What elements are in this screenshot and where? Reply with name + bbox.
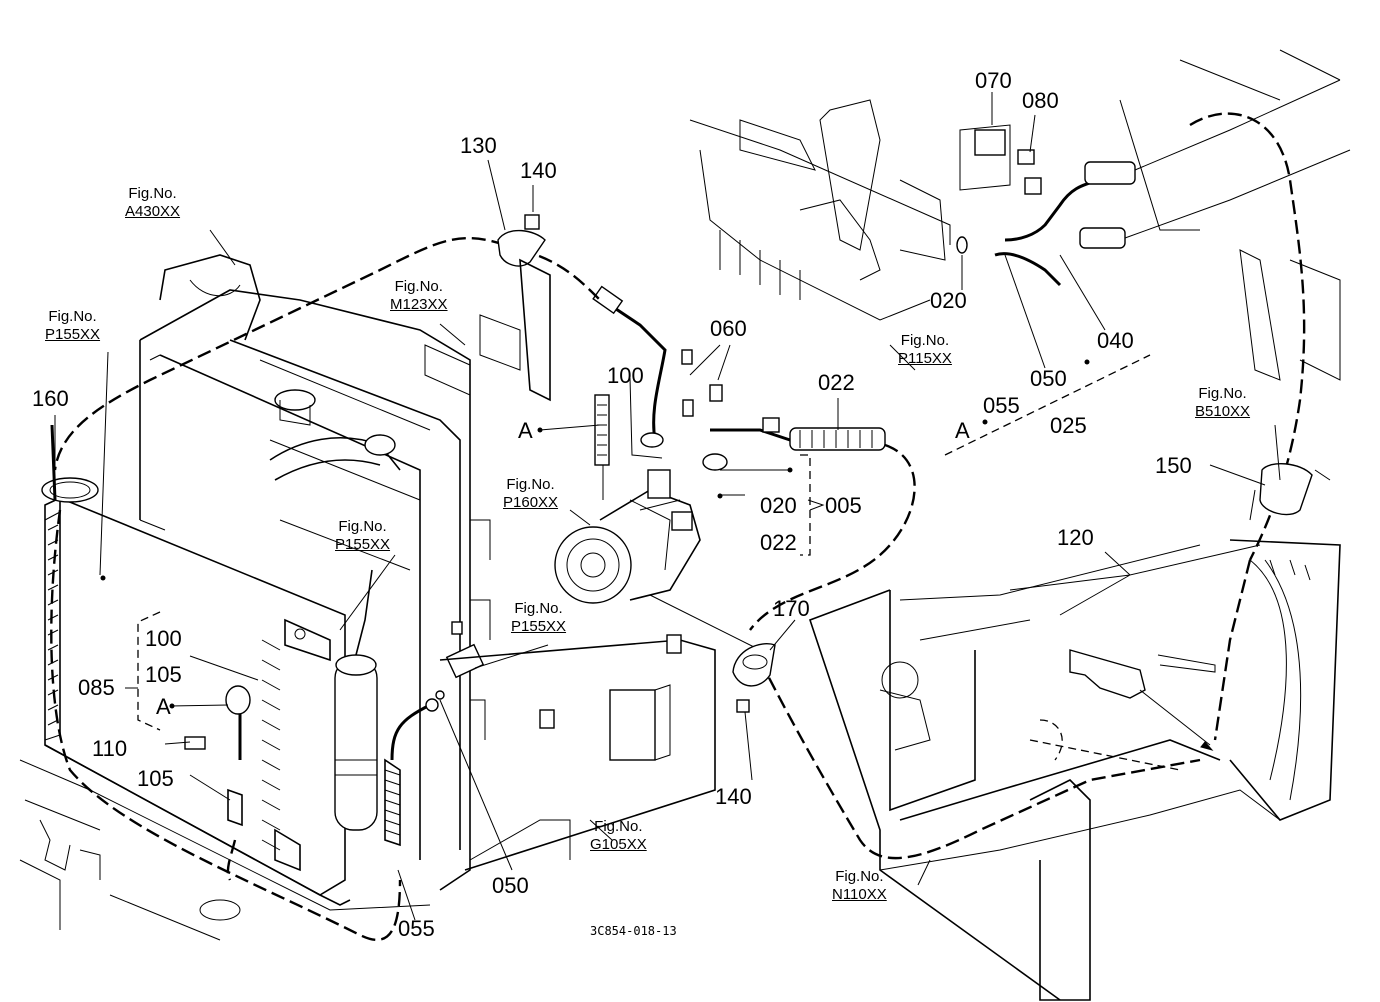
fig-ref-p155-top: Fig.No.P155XX — [45, 308, 101, 343]
part-label: 120 — [1057, 525, 1094, 550]
part-label: 085 — [78, 675, 115, 700]
part-label: 100 — [607, 363, 644, 388]
clamp-170 — [732, 643, 776, 713]
part-label: 020 — [760, 493, 797, 518]
part-label: 060 — [710, 316, 747, 341]
hose-routing — [41, 214, 601, 941]
fig-ref-m123: Fig.No.M123XX — [390, 278, 448, 313]
drawing-code: 3C854-018-13 — [590, 924, 677, 938]
part-label: 070 — [975, 68, 1012, 93]
part-label: A — [156, 694, 171, 719]
part-label: 080 — [1022, 88, 1059, 113]
part-label: 105 — [137, 766, 174, 791]
part-label: 150 — [1155, 453, 1192, 478]
leader-lines — [54, 92, 1281, 921]
part-label: 130 — [460, 133, 497, 158]
fig-ref-p160: Fig.No.P160XX — [503, 476, 559, 511]
part-label: 110 — [92, 736, 128, 761]
part-label: 040 — [1097, 328, 1134, 353]
part-label: 020 — [930, 288, 967, 313]
part-label: 025 — [1050, 413, 1087, 438]
part-label: 170 — [773, 596, 810, 621]
condenser — [44, 497, 378, 906]
part-label: 160 — [32, 386, 69, 411]
part-label: 100 — [145, 626, 182, 651]
part-label: 022 — [760, 530, 797, 555]
fig-ref-n110: Fig.No.N110XX — [832, 868, 887, 903]
part-label: 050 — [492, 873, 529, 898]
fig-ref-b510: Fig.No.B510XX — [1195, 385, 1251, 420]
radiator-assembly — [139, 254, 491, 891]
compressor-assembly — [554, 285, 1201, 860]
chassis-frame — [808, 539, 1341, 1001]
part-label: 050 — [1030, 366, 1067, 391]
part-label: 055 — [398, 916, 435, 941]
frame-block — [439, 634, 716, 871]
part-label: A — [518, 418, 533, 443]
fig-ref-p155-mid: Fig.No.P155XX — [335, 518, 391, 553]
upper-pipes — [689, 49, 1351, 741]
fig-ref-p155-low: Fig.No.P155XX — [511, 600, 567, 635]
part-label: 005 — [825, 493, 862, 518]
part-label: 140 — [715, 784, 752, 809]
part-label: 105 — [145, 662, 182, 687]
part-label: 055 — [983, 393, 1020, 418]
fig-ref-a430: Fig.No.A430XX — [125, 185, 181, 220]
group-brackets — [137, 354, 1151, 731]
part-label: 140 — [520, 158, 557, 183]
radiator-base — [19, 759, 431, 941]
part-label: A — [955, 418, 970, 443]
part-label: 022 — [818, 370, 855, 395]
fig-ref-g105: Fig.No.G105XX — [590, 818, 647, 853]
fig-ref-p115: Fig.No.P115XX — [898, 332, 952, 367]
